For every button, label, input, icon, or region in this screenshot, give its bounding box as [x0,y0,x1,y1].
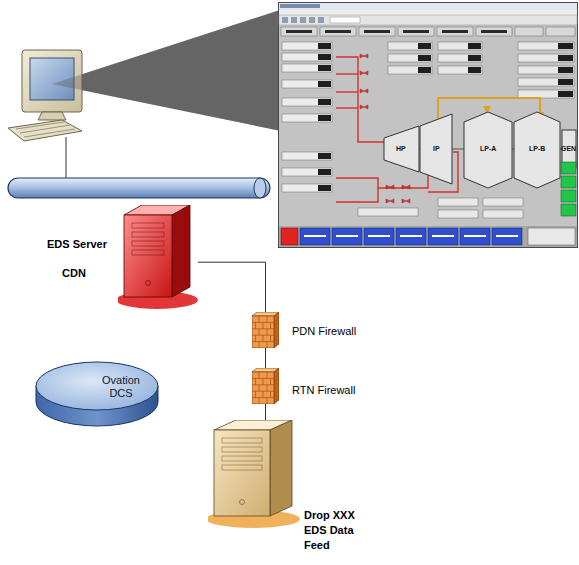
network-link [265,348,266,368]
database-node: Ovation DCS [35,360,161,428]
turbine-label: LP-A [480,145,496,153]
node-label: EDS Server [47,238,107,251]
turbine-label: LP-B [529,145,545,153]
turbine-label: GEN [561,145,576,153]
server-icon [208,420,300,532]
firewall-icon [252,312,279,348]
firewall-node: RTN Firewall [252,368,279,404]
database-disk-icon [35,360,161,428]
server-node: Drop XXX EDS Data Feed [208,420,300,532]
node-label: RTN Firewall [292,384,355,397]
node-label: CDN [62,267,86,280]
node-label: PDN Firewall [292,325,356,338]
hmi-screenshot [278,2,578,249]
turbine-label: HP [396,145,406,153]
turbine-label: IP [433,145,440,153]
node-label: Drop XXX EDS Data Feed [304,508,364,553]
network-link [265,404,266,420]
node-label: Ovation DCS [98,374,144,400]
firewall-node: PDN Firewall [252,312,279,348]
network-link [198,262,266,312]
server-icon [118,205,198,311]
server-node: EDS ServerCDN [118,205,198,311]
firewall-icon [252,368,279,404]
